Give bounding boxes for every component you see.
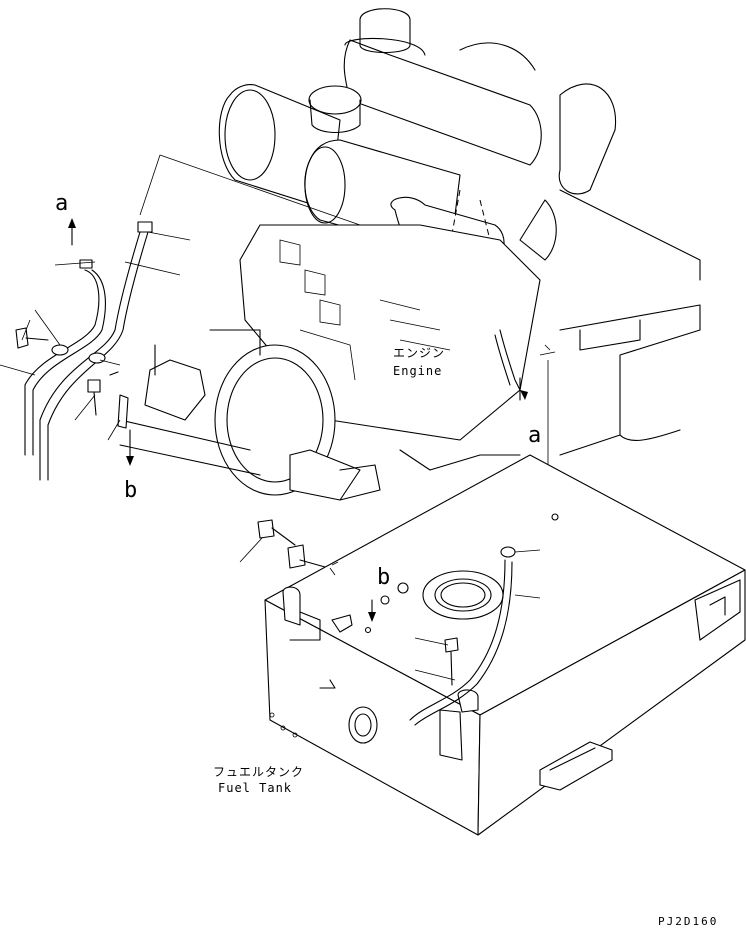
left-hose-group <box>0 218 191 481</box>
fuel-tank-label-en: Fuel Tank <box>218 781 292 795</box>
drawing-code: PJ2D160 <box>658 915 718 928</box>
engine-label-jp: エンジン <box>393 346 445 360</box>
reference-b-tank: b <box>377 565 390 590</box>
reference-b-left: b <box>124 478 137 503</box>
fuel-tank <box>239 454 746 836</box>
reference-a-top: a <box>55 191 68 216</box>
reference-a-right: a <box>528 423 541 448</box>
fuel-tank-label-jp: フュエルタンク <box>213 765 304 779</box>
engine-assembly <box>119 8 701 501</box>
engine-label-en: Engine <box>393 364 442 378</box>
